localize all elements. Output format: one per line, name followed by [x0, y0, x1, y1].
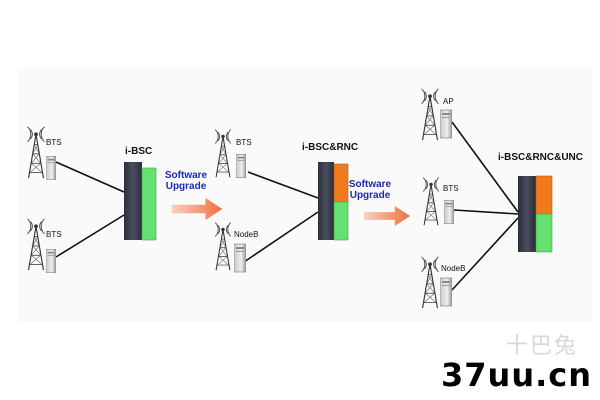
link-stage2-bts: [247, 171, 319, 199]
diagram-panel: [18, 68, 592, 322]
upgrade-label: Software Upgrade: [340, 179, 400, 201]
node-b-cabinet-icon: [440, 277, 452, 307]
green-module: [333, 201, 349, 241]
rack-cabinet-icon: [518, 176, 536, 252]
base-station-cabinet-icon: [444, 199, 454, 225]
controller-i-bsc-rnc-unc: [518, 175, 553, 253]
upgrade-line-2: Upgrade: [349, 190, 391, 201]
site-label-bts: BTS: [236, 138, 252, 147]
controller-label-i-bsc-rnc: i-BSC&RNC: [302, 142, 359, 153]
controller-label-i-bsc-rnc-unc: i-BSC&RNC&UNC: [498, 152, 583, 163]
controller-i-bsc-rnc: [318, 162, 349, 241]
rack-cabinet-icon: [124, 162, 142, 240]
upgrade-line-2: Upgrade: [165, 181, 207, 192]
site-label-bts: BTS: [46, 230, 62, 239]
controller-label-i-bsc: i-BSC: [125, 146, 153, 157]
site-label-bts: BTS: [46, 138, 62, 147]
upgrade-line-1: Software: [348, 179, 392, 190]
link-stage1-bts2: [55, 214, 125, 258]
site-label-nodeb: NodeB: [441, 264, 466, 273]
base-station-cabinet-icon: [236, 153, 246, 179]
link-stage3-bts: [453, 209, 519, 215]
rack-cabinet-icon: [318, 162, 334, 240]
green-module: [535, 213, 553, 253]
link-stage1-bts1: [55, 161, 125, 193]
upgrade-label: Software Upgrade: [156, 170, 216, 192]
watermark-cn: 十巴兔: [505, 334, 578, 359]
orange-module: [535, 175, 553, 215]
site-label-ap: AP: [443, 97, 454, 106]
site-label-bts: BTS: [443, 184, 459, 193]
watermark-site: 37uu.cn: [441, 356, 592, 394]
access-point-cabinet-icon: [440, 109, 452, 139]
site-label-nodeb: NodeB: [234, 230, 259, 239]
node-b-cabinet-icon: [234, 243, 246, 273]
controller-i-bsc: [124, 162, 157, 241]
link-stage3-ap: [451, 121, 519, 213]
links: [55, 121, 519, 291]
base-station-cabinet-icon: [46, 155, 56, 181]
base-station-cabinet-icon: [46, 248, 56, 274]
upgrade-line-1: Software: [164, 170, 208, 181]
link-stage2-nodeb: [243, 211, 319, 263]
link-stage3-nodeb: [451, 217, 519, 291]
green-module: [141, 167, 157, 241]
